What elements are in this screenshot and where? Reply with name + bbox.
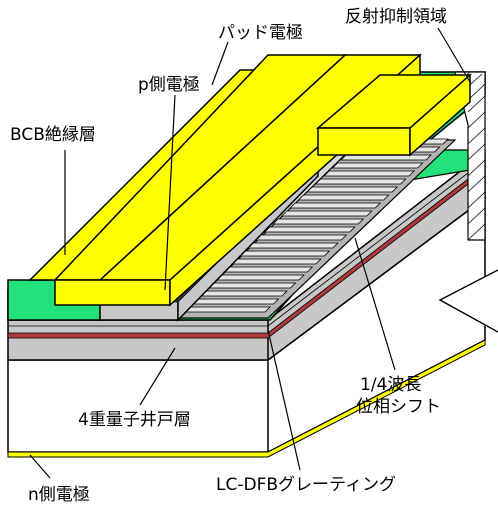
grating-tooth (238, 250, 331, 257)
label-pad-electrode: パッド電極 (218, 23, 303, 43)
leader-pad (211, 41, 229, 86)
label-reflection-suppression: 反射抑制領域 (345, 7, 447, 27)
leader-phase-shift (354, 237, 396, 371)
leader-reflection (437, 27, 471, 83)
label-phase-shift-2: 位相シフト (356, 397, 441, 417)
grating-tooth (272, 218, 365, 225)
grating-tooth (280, 210, 373, 217)
leader-lines (29, 27, 471, 479)
lc-dfb-grating (179, 138, 449, 313)
grating-tooth (289, 202, 382, 209)
grating-tooth (323, 170, 416, 177)
grating-tooth (204, 282, 297, 289)
leader-mqw (139, 347, 176, 406)
pad-electrode-right (315, 73, 472, 157)
label-p-electrode: p側電極 (138, 75, 200, 95)
grating-tooth (306, 186, 399, 193)
grating-tooth (212, 274, 305, 281)
grating-tooth (179, 306, 271, 313)
label-bcb-layer: BCB絶縁層 (10, 125, 96, 145)
grating-tooth (246, 242, 339, 249)
grating-tooth (195, 290, 288, 297)
label-lc-dfb-grating: LC-DFBグレーティング (216, 475, 396, 495)
phase-shift-callout (438, 269, 498, 333)
n-electrode-strip (7, 339, 486, 458)
grating-tooth (297, 194, 390, 201)
label-quantum-well: 4重量子井戸層 (78, 410, 191, 430)
label-n-electrode: n側電極 (28, 485, 90, 505)
grating-tooth (331, 162, 424, 169)
grating-tooth (340, 154, 433, 161)
label-phase-shift-1: 1/4波長 (360, 375, 421, 395)
grating-tooth (255, 234, 348, 241)
grating-tooth (221, 266, 314, 273)
grating-tooth (314, 178, 407, 185)
leader-grating (267, 329, 301, 471)
leader-n-electrode (29, 454, 51, 479)
grating-tooth (187, 298, 280, 305)
leader-p-electrode (164, 94, 176, 291)
grating-tooth (263, 226, 356, 233)
reflection-suppression-hatch (454, 71, 486, 241)
grating-tooth (229, 258, 322, 265)
